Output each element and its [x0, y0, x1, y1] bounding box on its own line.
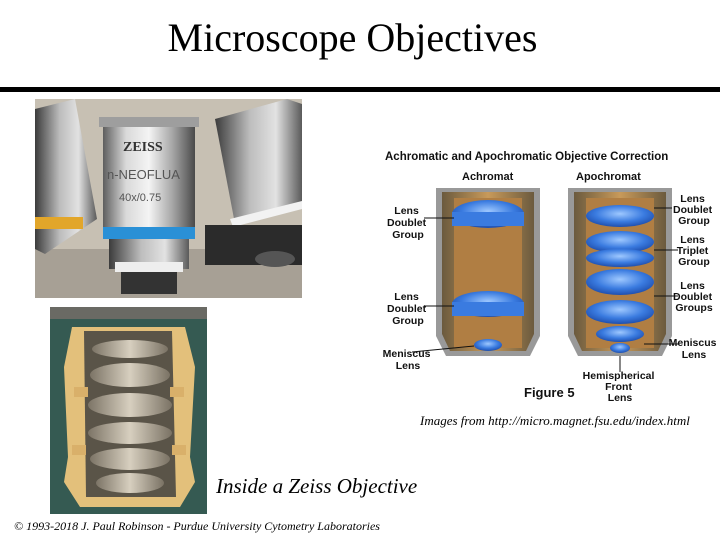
achromat-doublet-label-2: Lens Doublet Group [387, 291, 429, 327]
apochromat-meniscus-label: Meniscus Lens [669, 337, 720, 361]
achromat-doublet-label-1: Lens Doublet Group [387, 205, 429, 241]
leader-lines [411, 207, 678, 372]
apochromat-triplet-label: Lens Triplet Group [677, 234, 711, 268]
apochromat-doublet-label: Lens Doublet Group [673, 193, 715, 227]
lens-magnification-text: 40x/0.75 [119, 192, 161, 204]
photo-caption: Inside a Zeiss Objective [216, 474, 418, 498]
title-divider [0, 87, 720, 92]
slide-title: Microscope Objectives [167, 15, 538, 60]
zeiss-cutaway-photo [50, 307, 207, 514]
apochromat-doublets-label: Lens Doublet Groups [673, 280, 715, 314]
image-credit: Images from http://micro.magnet.fsu.edu/… [420, 413, 690, 428]
objectives-photo: ZEISS n-NEOFLUA 40x/0.75 [35, 99, 302, 298]
figure-label: Figure 5 [524, 385, 575, 400]
achromat-barrel [436, 188, 540, 356]
zeiss-cutaway-drawing [50, 307, 207, 514]
objectives-photo-drawing: ZEISS n-NEOFLUA 40x/0.75 [35, 99, 302, 298]
lens-model-text: n-NEOFLUA [107, 167, 180, 182]
hemispherical-front-lens-label: Hemispherical Front Lens [583, 370, 658, 404]
apochromat-label: Apochromat [576, 171, 641, 183]
achromat-label: Achromat [462, 171, 514, 183]
apochromat-barrel [568, 188, 672, 356]
diagram-title: Achromatic and Apochromatic Objective Co… [385, 151, 668, 163]
achromat-meniscus-label: Meniscus Lens [383, 348, 434, 372]
lens-brand-text: ZEISS [123, 140, 163, 155]
objective-correction-diagram: Achromatic and Apochromatic Objective Co… [382, 146, 720, 408]
copyright-footer: © 1993-2018 J. Paul Robinson - Purdue Un… [14, 519, 380, 533]
